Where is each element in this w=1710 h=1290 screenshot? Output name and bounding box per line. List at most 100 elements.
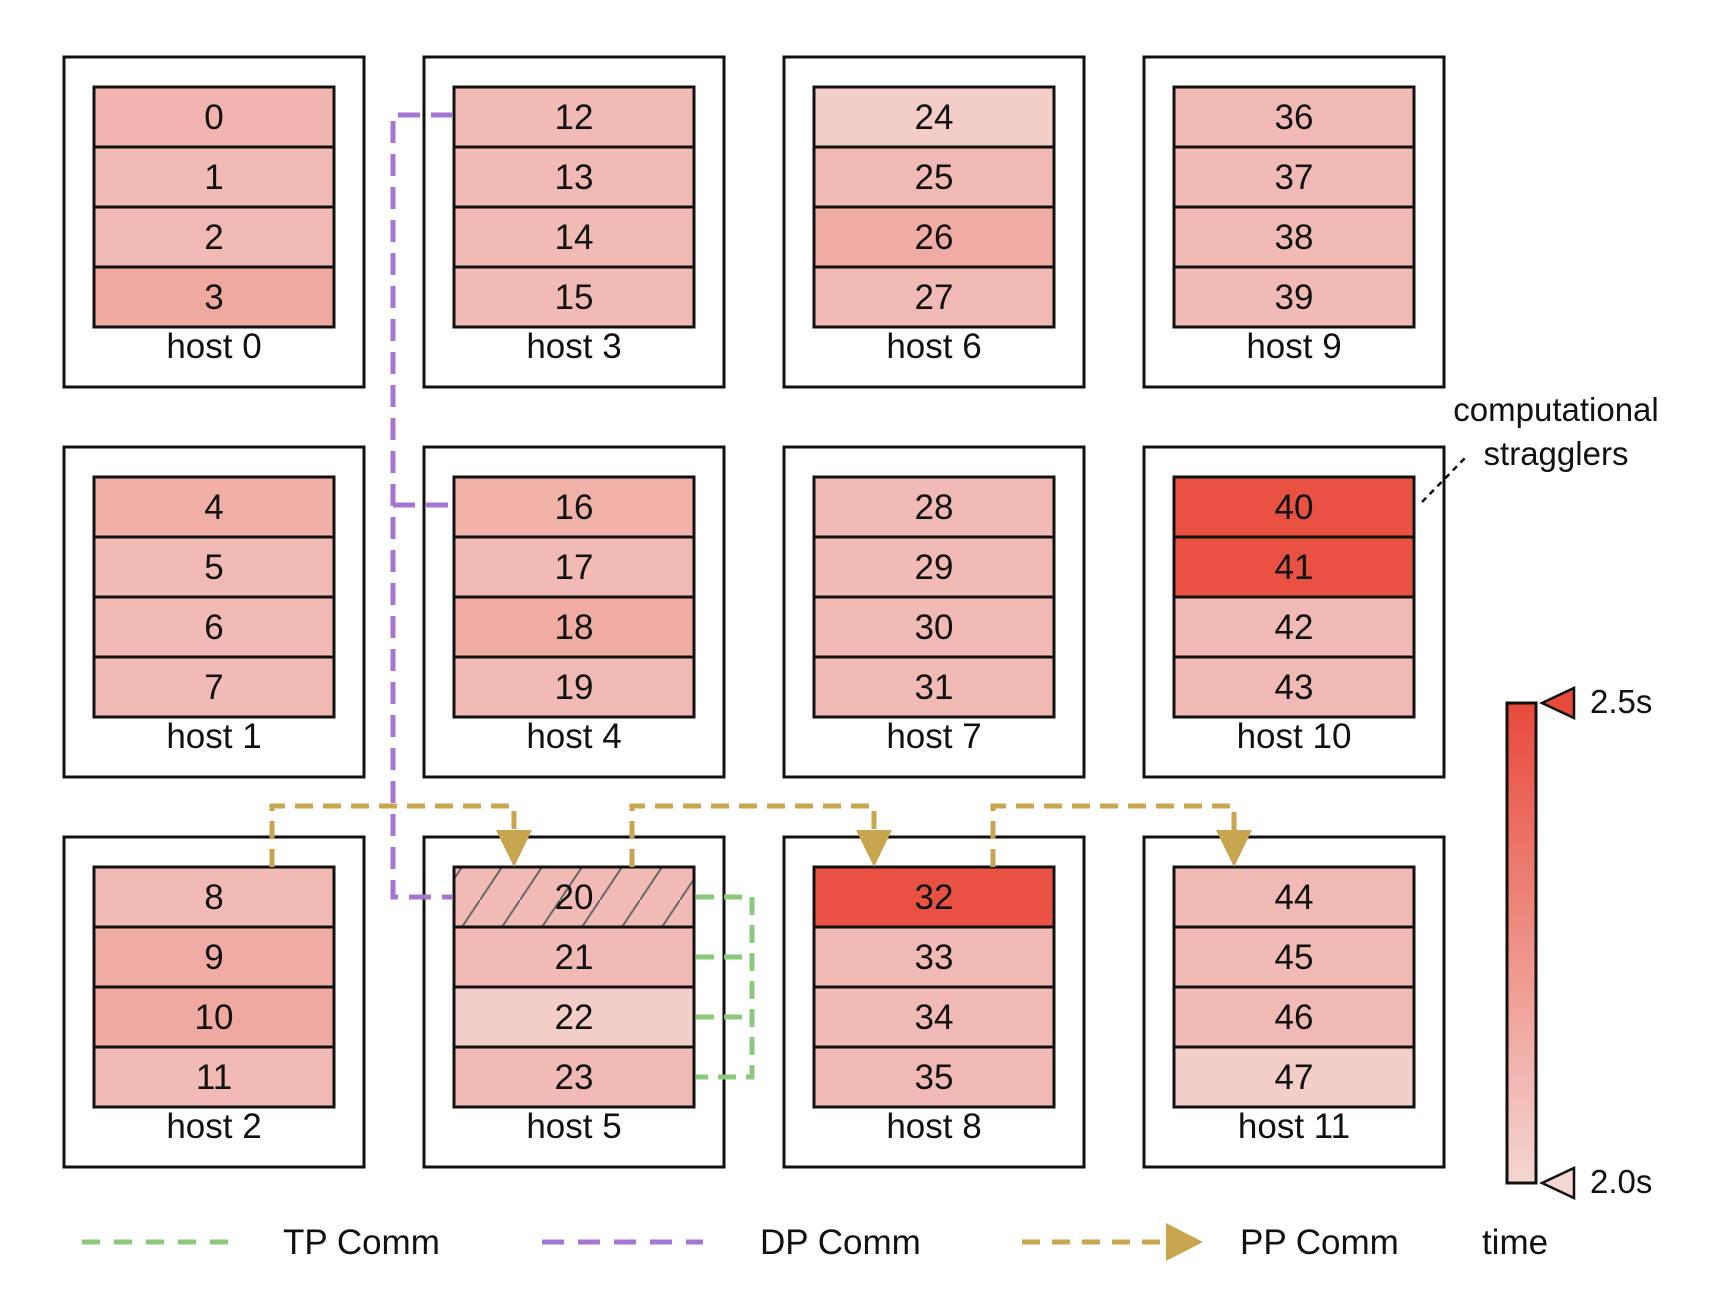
gpu-cell: [452, 1045, 696, 1109]
gpu-cell: [92, 205, 336, 269]
gpu-cell: [812, 1045, 1056, 1109]
colorbar-min-marker: [1539, 1166, 1576, 1200]
host-label: host 0: [166, 327, 261, 366]
gpu-cell: [812, 85, 1056, 149]
host-label: host 3: [526, 327, 621, 366]
gpu-cell: [92, 985, 336, 1049]
gpu-id-label: 0: [204, 98, 223, 137]
gpu-id-label: 6: [204, 608, 223, 647]
gpu-id-label: 29: [915, 548, 954, 587]
host-label: host 1: [166, 717, 261, 756]
gpu-id-label: 44: [1275, 878, 1314, 917]
annotation-line1: computational: [1453, 391, 1658, 428]
gpu-id-label: 45: [1275, 938, 1314, 977]
gpu-cell: [1172, 595, 1416, 659]
gpu-cell: [1172, 145, 1416, 209]
gpu-id-label: 2: [204, 218, 223, 257]
gpu-cell: [1172, 205, 1416, 269]
gpu-id-label: 38: [1275, 218, 1314, 257]
gpu-cell: [812, 535, 1056, 599]
gpu-id-label: 14: [555, 218, 594, 257]
gpu-cell: [452, 145, 696, 209]
gpu-id-label: 1: [204, 158, 223, 197]
gpu-cell: [812, 985, 1056, 1049]
gpu-id-label: 42: [1275, 608, 1314, 647]
gpu-id-label: 30: [915, 608, 954, 647]
tp-comm-lines: [696, 894, 755, 1080]
gpu-cell: [452, 985, 696, 1049]
gpu-id-label: 7: [204, 668, 223, 707]
colorbar-max-marker: [1539, 686, 1576, 720]
dp-comm-lines: [390, 112, 453, 900]
gpu-cell: [1172, 265, 1416, 329]
gpu-cell: [1172, 475, 1416, 539]
host-label: host 8: [886, 1107, 981, 1146]
gpu-id-label: 23: [555, 1058, 594, 1097]
gpu-cell: [92, 535, 336, 599]
gpu-id-label: 15: [555, 278, 594, 317]
gpu-id-label: 27: [915, 278, 954, 317]
gpu-id-label: 18: [555, 608, 594, 647]
gpu-cell: [452, 655, 696, 719]
legend-pp-arrowhead: [1166, 1223, 1203, 1261]
gpu-id-label: 28: [915, 488, 954, 527]
gpu-cell: [452, 85, 696, 149]
gpu-id-label: 20: [555, 878, 594, 917]
gpu-id-label: 33: [915, 938, 954, 977]
gpu-id-label: 19: [555, 668, 594, 707]
gpu-id-label: 11: [196, 1058, 232, 1097]
gpu-id-label: 17: [555, 548, 594, 587]
colorbar-title: time: [1482, 1223, 1548, 1262]
gpu-id-label: 21: [555, 938, 594, 977]
legend-dp-label: DP Comm: [760, 1223, 921, 1262]
host-label: host 6: [886, 327, 981, 366]
host-label: host 10: [1237, 717, 1352, 756]
pp-arrowhead: [1216, 830, 1252, 867]
gpu-cell: [452, 595, 696, 659]
host-label: host 4: [526, 717, 621, 756]
time-colorbar: 2.5s 2.0s: [1505, 683, 1652, 1200]
gpu-id-label: 4: [204, 488, 223, 527]
gpu-cell: [452, 265, 696, 329]
gpu-id-label: 47: [1275, 1058, 1314, 1097]
gpu-cell: [452, 475, 696, 539]
gpu-id-label: 9: [204, 938, 223, 977]
colorbar-min-label: 2.0s: [1590, 1163, 1652, 1200]
gpu-cell: [1172, 535, 1416, 599]
legend-tp-label: TP Comm: [283, 1223, 440, 1262]
gpu-id-label: 8: [204, 878, 223, 917]
host-label: host 2: [166, 1107, 261, 1146]
gpu-id-label: 34: [915, 998, 954, 1037]
gpu-id-label: 39: [1275, 278, 1314, 317]
gpu-cell: [452, 925, 696, 989]
pp-arrowhead: [856, 830, 892, 867]
pp-comm-lines: [269, 803, 1237, 867]
gpu-id-label: 46: [1275, 998, 1314, 1037]
gpu-id-label: 36: [1275, 98, 1314, 137]
gpu-id-label: 41: [1275, 548, 1314, 587]
host-label: host 5: [526, 1107, 621, 1146]
gpu-id-label: 32: [915, 878, 954, 917]
legend: TP Comm DP Comm PP Comm time: [82, 1223, 1548, 1262]
gpu-cell: [812, 925, 1056, 989]
gpu-cell: [812, 655, 1056, 719]
gpu-cell: [1172, 655, 1416, 719]
host-label: host 7: [886, 717, 981, 756]
gpu-cell: [92, 265, 336, 329]
legend-pp-label: PP Comm: [1240, 1223, 1399, 1262]
gpu-cell: [452, 205, 696, 269]
gpu-cell: [1172, 85, 1416, 149]
pp-arrowheads: [496, 830, 1252, 867]
gpu-cell: [452, 535, 696, 599]
